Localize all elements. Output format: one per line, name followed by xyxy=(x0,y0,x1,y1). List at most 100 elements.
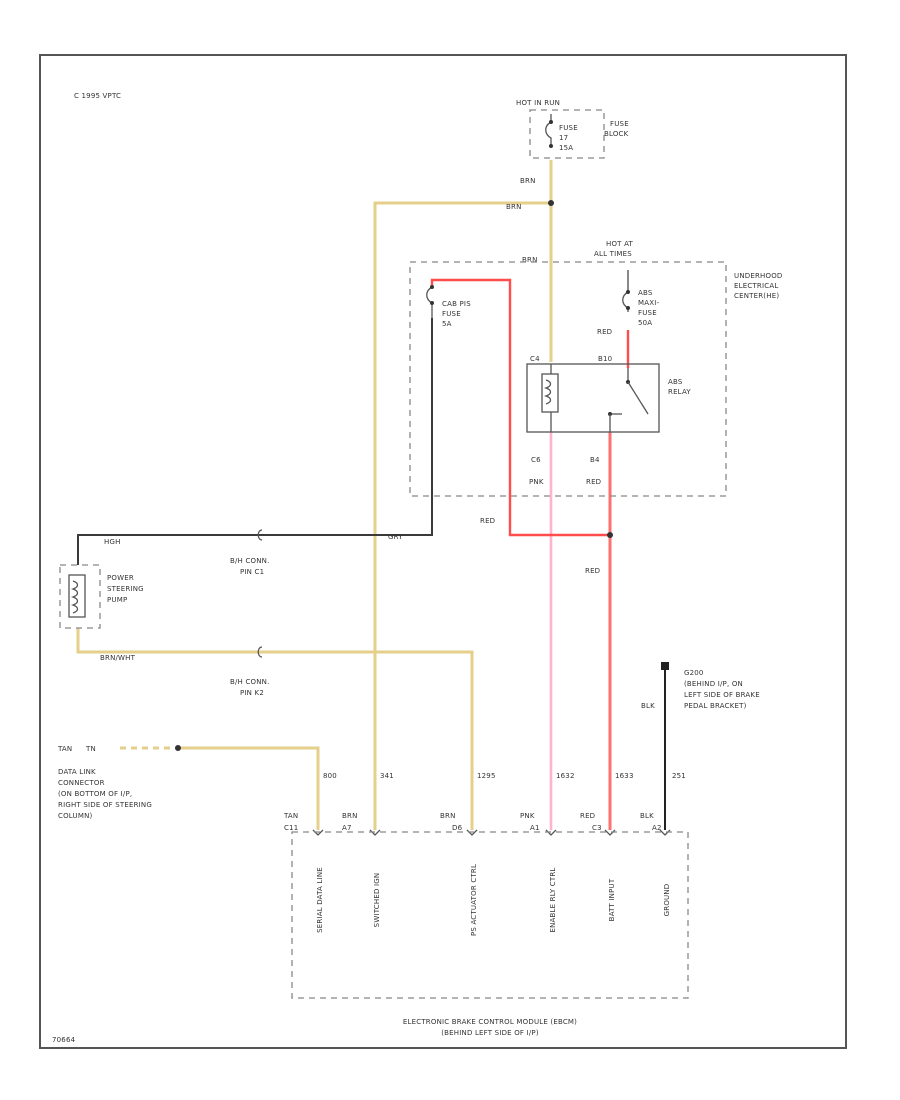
abs-fuse-line-4: 50A xyxy=(638,319,652,327)
function-batt-input: BATT INPUT xyxy=(608,878,616,921)
data-link-wire-tan: TAN xyxy=(57,745,72,753)
cavity-c3: C3 xyxy=(592,824,602,832)
dlc-line-2: CONNECTOR xyxy=(58,779,105,787)
ebcm-name-line-1: ELECTRONIC BRAKE CONTROL MODULE (EBCM) xyxy=(403,1018,577,1026)
hot-in-run-label: HOT IN RUN xyxy=(516,99,560,107)
conn-c1-line-1: B/H CONN. xyxy=(230,557,270,565)
relay-pin-c4: C4 xyxy=(530,355,540,363)
hot-at-all-times-1: HOT AT xyxy=(606,240,634,248)
function-ps-actuator-ctrl: PS ACTUATOR CTRL xyxy=(470,864,478,936)
connector-c1-icon xyxy=(257,529,263,541)
fuse-block-line-1: FUSE xyxy=(610,120,629,128)
g200-line-1: G200 xyxy=(684,669,704,677)
uec-name-1: UNDERHOOD xyxy=(734,272,783,280)
pin-color-red: RED xyxy=(580,812,595,820)
fuse-17-line-2: 17 xyxy=(559,134,568,142)
wire-hgh-dark xyxy=(77,318,433,565)
relay-pin-b4: B4 xyxy=(590,456,600,464)
brn-label-uec: BRN xyxy=(522,256,538,264)
wire-cab-fuse-red xyxy=(430,278,610,537)
g200-line-4: PEDAL BRACKET) xyxy=(684,702,747,710)
cavity-d6: D6 xyxy=(452,824,463,832)
pin-color-pnk: PNK xyxy=(520,812,535,820)
circuit-1633: 1633 xyxy=(615,772,634,780)
cab-fuse-line-3: 5A xyxy=(442,320,452,328)
ebcm-red-label: RED xyxy=(585,567,600,575)
relay-pnk-label: PNK xyxy=(529,478,544,486)
pump-wire-gry: GRY xyxy=(388,533,403,541)
power-steering-pump-box xyxy=(59,564,101,629)
relay-switch-icon xyxy=(608,368,649,432)
fuse-17-icon xyxy=(545,114,553,148)
circuit-341: 341 xyxy=(380,772,394,780)
uec-name-3: CENTER(HE) xyxy=(734,292,779,300)
dlc-line-4: RIGHT SIDE OF STEERING xyxy=(58,801,152,809)
circuit-1295: 1295 xyxy=(477,772,496,780)
circuit-251: 251 xyxy=(672,772,686,780)
relay-pin-b10: B10 xyxy=(598,355,612,363)
pump-name-1: POWER xyxy=(107,574,134,582)
g200-wire-blk: BLK xyxy=(641,702,655,710)
fuse-17-line-3: 15A xyxy=(559,144,573,152)
splice-red xyxy=(607,532,613,538)
cab-fuse-line-2: FUSE xyxy=(442,310,461,318)
cavity-a1: A1 xyxy=(530,824,540,832)
circuit-1632: 1632 xyxy=(556,772,575,780)
dlc-line-5: COLUMN) xyxy=(58,812,93,820)
fuse-wire-color: BRN xyxy=(520,177,536,185)
pump-wire-hgh: HGH xyxy=(104,538,121,546)
function-enable-rly-ctrl: ENABLE RLY CTRL xyxy=(549,867,557,932)
cavity-c11: C11 xyxy=(284,824,298,832)
abs-maxi-fuse-icon xyxy=(622,290,630,312)
fuse-block-box xyxy=(529,109,605,159)
relay-pin-c6: C6 xyxy=(531,456,541,464)
pin-color-blk: BLK xyxy=(640,812,654,820)
diagram-frame xyxy=(39,54,847,1049)
function-ground: GROUND xyxy=(663,884,671,917)
data-link-terminal xyxy=(175,745,181,751)
pump-coil-icon xyxy=(68,574,86,618)
hot-at-all-times-2: ALL TIMES xyxy=(594,250,632,258)
wire-1295-brn-wht xyxy=(76,628,474,830)
relay-red-label: RED xyxy=(586,478,601,486)
abs-fuse-line-1: ABS xyxy=(638,289,653,297)
cab-fuse-line-1: CAB PIS xyxy=(442,300,471,308)
cavity-a2: A2 xyxy=(652,824,662,832)
function-serial-data-line: SERIAL DATA LINE xyxy=(316,867,324,933)
wire-800-tan xyxy=(178,746,320,830)
relay-coil-icon xyxy=(541,364,559,432)
abs-fuse-line-3: FUSE xyxy=(638,309,657,317)
conn-c1-line-2: PIN C1 xyxy=(240,568,264,576)
underhood-center-box xyxy=(409,261,727,497)
connector-k2-icon xyxy=(257,646,263,658)
pin-color-brn-2: BRN xyxy=(440,812,456,820)
function-switched-ign: SWITCHED IGN xyxy=(373,873,381,928)
abs-relay-line-1: ABS xyxy=(668,378,683,386)
pump-name-3: PUMP xyxy=(107,596,127,604)
pin-color-brn-1: BRN xyxy=(342,812,358,820)
figure-code: 70664 xyxy=(52,1036,76,1044)
abs-relay-line-2: RELAY xyxy=(668,388,691,396)
g200-line-3: LEFT SIDE OF BRAKE xyxy=(684,691,760,699)
wire-341-brn xyxy=(373,201,551,830)
dlc-line-3: (ON BOTTOM OF I/P, xyxy=(58,790,132,798)
abs-fuse-red-label: RED xyxy=(597,328,612,336)
cab-feed-red-label: RED xyxy=(480,517,495,525)
g200-line-2: (BEHIND I/P, ON xyxy=(684,680,743,688)
fuse-17-line-1: FUSE xyxy=(559,124,578,132)
fuse-block-line-2: BLOCK xyxy=(604,130,629,138)
brn-label-branch: BRN xyxy=(506,203,522,211)
splice-brn xyxy=(548,200,554,206)
conn-k2-line-1: B/H CONN. xyxy=(230,678,270,686)
pump-wire-brn-wht: BRN/WHT xyxy=(100,654,136,662)
data-link-wire-tn: TN xyxy=(85,745,96,753)
ebcm-box xyxy=(291,831,689,999)
pin-color-tan: TAN xyxy=(283,812,298,820)
dlc-line-1: DATA LINK xyxy=(58,768,96,776)
circuit-800: 800 xyxy=(323,772,337,780)
uec-name-2: ELECTRICAL xyxy=(734,282,778,290)
copyright-text: C 1995 VPTC xyxy=(74,92,121,100)
cab-fuse-icon xyxy=(426,285,434,318)
cavity-a7: A7 xyxy=(342,824,352,832)
